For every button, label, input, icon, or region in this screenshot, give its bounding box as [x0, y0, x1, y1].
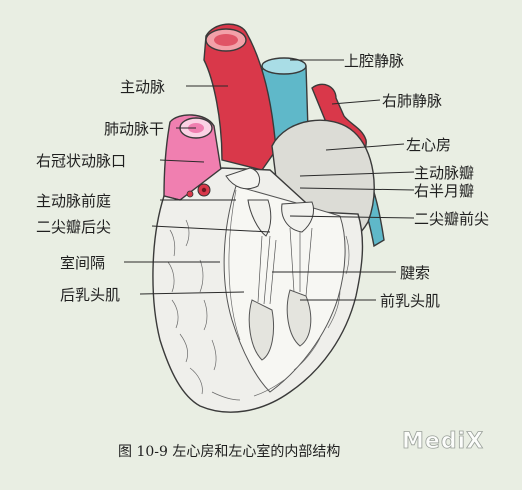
label-chordae-tendineae: 腱索 [400, 264, 430, 282]
label-posterior-papillary-muscle: 后乳头肌 [60, 286, 120, 304]
superior-vena-cava-opening [261, 57, 307, 75]
label-anterior-papillary-muscle: 前乳头肌 [380, 292, 440, 310]
anterior-papillary-muscle [286, 289, 312, 347]
figure-caption: 图 10-9 左心房和左心室的内部结构 [118, 443, 340, 460]
label-aortic-valve: 主动脉瓣 [414, 164, 474, 182]
mitral-anterior-cusp [281, 201, 315, 233]
label-mitral-anterior-cusp: 二尖瓣前尖 [414, 210, 489, 228]
leader-lines [124, 59, 415, 301]
posterior-papillary-muscle [248, 299, 275, 361]
label-aortic-vestibule: 主动脉前庭 [36, 192, 111, 210]
myocardium-hatching [167, 219, 350, 401]
watermark-logo: MediX [402, 429, 484, 454]
label-aorta: 主动脉 [120, 78, 165, 96]
label-right-coronary-ostium: 右冠状动脉口 [36, 152, 126, 170]
label-superior-vena-cava: 上腔静脉 [344, 52, 404, 70]
coronary-ostium-small [186, 190, 194, 198]
mitral-posterior-cusp [247, 199, 272, 237]
septum-line [228, 189, 241, 341]
label-pulmonary-trunk: 肺动脉干 [104, 120, 164, 138]
label-right-semilunar-valve: 右半月瓣 [414, 182, 474, 200]
label-right-pulmonary-vein: 右肺静脉 [382, 92, 442, 110]
label-interventricular-septum: 室间隔 [60, 254, 105, 272]
aortic-valve [225, 167, 261, 190]
aorta-arch [203, 23, 277, 171]
label-mitral-posterior-cusp: 二尖瓣后尖 [36, 218, 111, 236]
label-left-atrium: 左心房 [406, 136, 451, 154]
